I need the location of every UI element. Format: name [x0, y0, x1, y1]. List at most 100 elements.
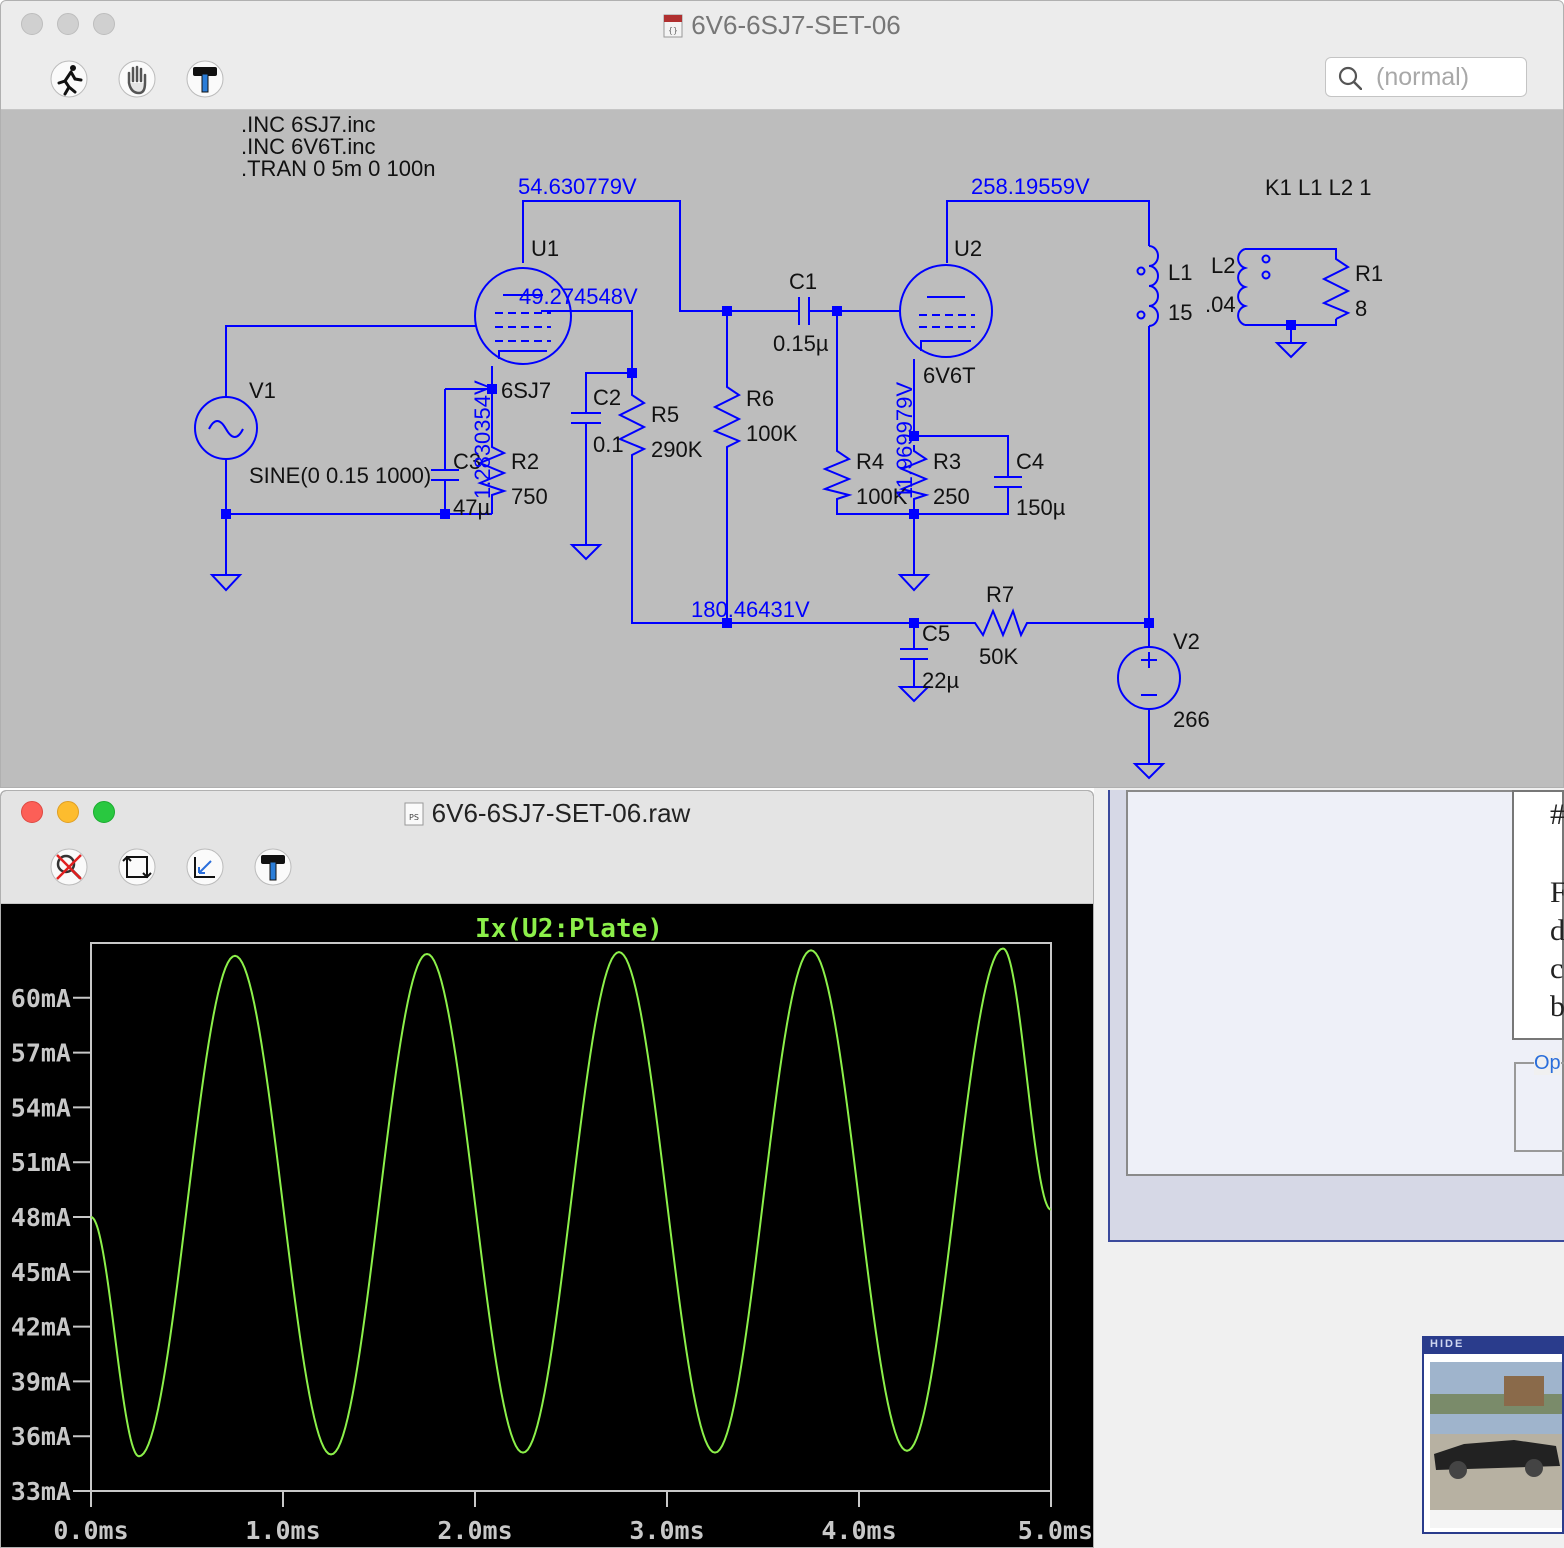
window-title-text: 6V6-6SJ7-SET-06.raw	[431, 798, 691, 828]
component-ref[interactable]: R2	[511, 449, 539, 474]
background-text-box: # F d c b	[1512, 790, 1564, 1040]
capacitor-c4-symbol[interactable]	[994, 476, 1022, 488]
x-tick-label: 3.0ms	[629, 1516, 704, 1545]
resistor-r4-symbol[interactable]	[821, 445, 853, 501]
minimize-button[interactable]	[57, 13, 79, 35]
spice-directive[interactable]: .INC 6SJ7.inc	[241, 112, 376, 137]
resistor-r6-symbol[interactable]	[712, 381, 742, 449]
inductor-l1-symbol[interactable]	[1136, 245, 1159, 327]
hide-button[interactable]: HIDE	[1424, 1338, 1562, 1354]
close-button[interactable]	[21, 13, 43, 35]
resistor-r1-symbol[interactable]	[1321, 256, 1351, 320]
wire	[225, 325, 476, 397]
capacitor-c3-symbol[interactable]	[431, 469, 459, 481]
component-ref[interactable]: R3	[933, 449, 961, 474]
component-value[interactable]: 100K	[856, 484, 908, 509]
autorange-icon[interactable]	[117, 847, 157, 887]
component-value[interactable]: 266	[1173, 707, 1210, 732]
component-value[interactable]: 250	[933, 484, 970, 509]
component-value[interactable]: 150µ	[1016, 495, 1066, 520]
component-ref[interactable]: C3	[453, 449, 481, 474]
schematic-window[interactable]: {} 6V6-6SJ7-SET-06 (normal)	[0, 0, 1564, 788]
component-value[interactable]: 100K	[746, 421, 798, 446]
component-value[interactable]: 0.1	[593, 432, 624, 457]
component-ref[interactable]: U2	[954, 236, 982, 261]
minimize-button[interactable]	[57, 801, 79, 823]
component-ref[interactable]: R7	[986, 582, 1014, 607]
zoom-button[interactable]	[93, 13, 115, 35]
spice-directive[interactable]: .TRAN 0 5m 0 100n	[241, 156, 435, 181]
coupling-directive[interactable]: K1 L1 L2 1	[1265, 175, 1371, 200]
component-ref[interactable]: V2	[1173, 629, 1200, 654]
trace-title[interactable]: Ix(U2:Plate)	[475, 914, 663, 944]
component-ref[interactable]: C5	[922, 621, 950, 646]
search-placeholder: (normal)	[1376, 63, 1470, 91]
junction-dot	[832, 306, 842, 316]
schematic-titlebar[interactable]: {} 6V6-6SJ7-SET-06	[1, 1, 1563, 47]
component-ref[interactable]: L2	[1211, 253, 1235, 278]
capacitor-c5-symbol[interactable]	[900, 648, 928, 660]
component-ref[interactable]: C1	[789, 269, 817, 294]
component-ref[interactable]: L1	[1168, 260, 1192, 285]
component-value[interactable]: 750	[511, 484, 548, 509]
dc-source-symbol[interactable]	[1117, 646, 1181, 710]
component-ref[interactable]: C2	[593, 385, 621, 410]
halt-hand-icon[interactable]	[117, 59, 157, 99]
tube-u2-symbol[interactable]	[899, 264, 993, 358]
component-value[interactable]: 6SJ7	[501, 378, 551, 403]
inductor-l2-symbol[interactable]	[1237, 248, 1271, 326]
component-ref[interactable]: R4	[856, 449, 884, 474]
pan-back-icon[interactable]	[185, 847, 225, 887]
options-group: Op	[1514, 1052, 1564, 1152]
zoom-button[interactable]	[93, 801, 115, 823]
resistor-r7-symbol[interactable]	[969, 608, 1033, 638]
close-button[interactable]	[21, 801, 43, 823]
hammer-icon[interactable]	[185, 59, 225, 99]
component-value[interactable]: 50K	[979, 644, 1018, 669]
component-value[interactable]: 8	[1355, 296, 1367, 321]
resistor-r5-symbol[interactable]	[617, 389, 647, 459]
component-ref[interactable]: C4	[1016, 449, 1044, 474]
component-value[interactable]: .04	[1205, 292, 1236, 317]
wire	[1245, 319, 1337, 326]
raw-file-icon: PS	[404, 802, 424, 826]
waveform-window[interactable]: PS 6V6-6SJ7-SET-06.raw Ix(U2:Plate	[0, 790, 1094, 1548]
run-icon[interactable]	[49, 59, 89, 99]
tube-u1-symbol[interactable]	[474, 267, 572, 365]
component-value[interactable]: 47µ	[453, 495, 490, 520]
waveform-trace-ix-u2-plate[interactable]	[90, 947, 1052, 1458]
hammer-icon[interactable]	[253, 847, 293, 887]
resistor-r3-symbol[interactable]	[898, 445, 930, 501]
component-value[interactable]: 22µ	[922, 668, 959, 693]
capacitor-c1-symbol[interactable]	[798, 297, 810, 325]
spice-directive[interactable]: .INC 6V6T.inc	[241, 134, 376, 159]
y-tick-label: 36mA	[11, 1422, 71, 1451]
schematic-canvas[interactable]: .INC 6SJ7.inc .INC 6V6T.inc .TRAN 0 5m 0…	[1, 109, 1563, 788]
component-value[interactable]: 6V6T	[923, 363, 976, 388]
component-ref[interactable]: R6	[746, 386, 774, 411]
component-value[interactable]: 15	[1168, 300, 1192, 325]
component-value[interactable]: SINE(0 0.15 1000)	[249, 463, 431, 488]
component-ref[interactable]: V1	[249, 378, 276, 403]
sine-source-symbol[interactable]	[194, 396, 258, 460]
component-ref[interactable]: R1	[1355, 261, 1383, 286]
junction-dot	[909, 618, 919, 628]
component-value[interactable]: 290K	[651, 437, 703, 462]
ground-symbol	[1132, 763, 1166, 780]
waveform-plot[interactable]: Ix(U2:Plate) 33mA36mA39mA42mA45mA48mA51m…	[1, 903, 1094, 1548]
thumbnail-widget[interactable]: HIDE	[1422, 1336, 1564, 1534]
node-voltage-label: 180.46431V	[691, 597, 810, 622]
junction-dot	[1286, 320, 1296, 330]
zoom-cancel-icon[interactable]	[49, 847, 89, 887]
resistor-r2-symbol[interactable]	[477, 441, 508, 499]
junction-dot	[221, 509, 231, 519]
search-field[interactable]: (normal)	[1325, 57, 1527, 97]
svg-text:{}: {}	[668, 26, 678, 35]
waveform-titlebar[interactable]: PS 6V6-6SJ7-SET-06.raw	[1, 791, 1093, 833]
component-ref[interactable]: U1	[531, 236, 559, 261]
component-value[interactable]: 0.15µ	[773, 331, 829, 356]
schematic-file-icon: {}	[663, 14, 683, 38]
component-ref[interactable]: R5	[651, 402, 679, 427]
capacitor-c2-symbol[interactable]	[571, 412, 601, 424]
